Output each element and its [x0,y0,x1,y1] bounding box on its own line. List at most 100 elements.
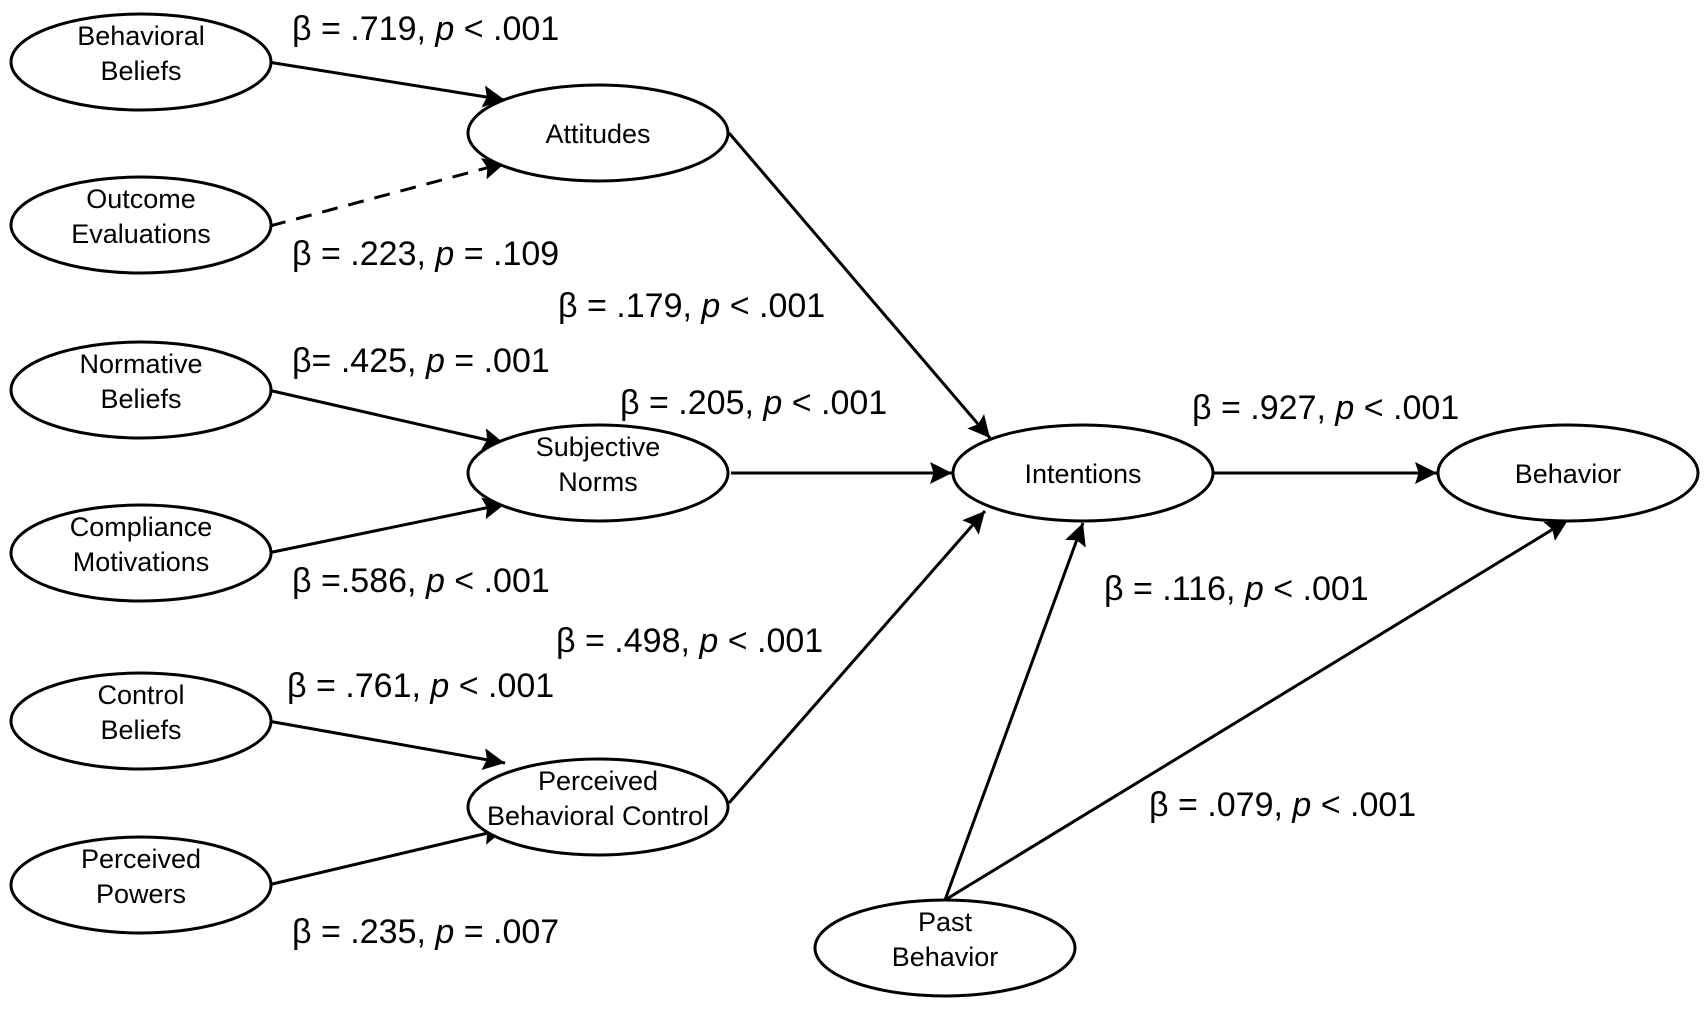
beta-value: β = .719, [292,10,435,48]
coefficient-label-subjective-norms-to-intentions: β = .205, p < .001 [620,384,887,422]
edge-attitudes-to-intentions [727,132,992,439]
node-label: Behavioral Control [487,801,709,831]
p-symbol: p [425,562,445,600]
node-label: Motivations [73,547,210,577]
beta-value: β = .927, [1192,389,1335,427]
p-value: < .001 [718,622,823,660]
edge-control-beliefs-to-perceived-behavioral-control [267,719,506,770]
edge-past-behavior-to-behavior [944,518,1569,902]
edge-perceived-behavioral-control-to-intentions [727,510,987,804]
coefficient-label-compliance-motivations-to-subjective-norms: β =.586, p < .001 [292,562,550,600]
coefficient-label-perceived-behavioral-control-to-intentions: β = .498, p < .001 [556,622,823,660]
node-attitudes-shape [466,83,730,183]
node-label: Normative [79,349,202,379]
p-value: = .007 [454,913,559,951]
edge-outcome-evaluations-to-attitudes [269,158,506,228]
node-perceived-behavioral-control-shape [466,757,730,857]
node-compliance-motivations-shape [9,503,273,603]
coefficient-label-past-behavior-to-behavior: β = .079, p < .001 [1149,786,1416,824]
node-behavioral-beliefs-shape [9,12,273,112]
node-intentions-shape [951,423,1215,523]
p-symbol: p [698,622,718,660]
coefficient-label-outcome-evaluations-to-attitudes: β = .223, p = .109 [292,235,559,273]
coefficient-label-control-beliefs-to-perceived-behavioral-control: β = .761, p < .001 [287,667,554,705]
node-label: Norms [558,467,638,497]
node-past-behavior-shape [813,898,1077,998]
p-symbol: p [762,384,782,422]
p-symbol: p [434,10,454,48]
beta-value: β = .179, [558,287,701,325]
edge-compliance-motivations-to-subjective-norms [267,497,506,555]
edge-perceived-powers-to-perceived-behavioral-control [267,823,506,887]
coefficient-label-past-behavior-to-intentions: β = .116, p < .001 [1104,570,1369,608]
p-symbol: p [1334,389,1354,427]
node-behavior-shape [1436,423,1700,523]
p-symbol: p [434,913,454,951]
p-value: < .001 [1311,786,1416,824]
beta-value: β =.586, [292,562,426,600]
p-value: < .001 [449,667,554,705]
node-normative-beliefs-shape [9,340,273,440]
node-behavior: Behavior [1436,423,1700,523]
p-symbol: p [1291,786,1311,824]
edges-layer [267,60,1569,902]
p-value: < .001 [1264,570,1369,608]
node-label: Outcome [86,184,196,214]
nodes-layer: BehavioralBeliefsOutcomeEvaluationsNorma… [9,12,1700,998]
node-label: Perceived [538,766,658,796]
node-label: Beliefs [100,715,181,745]
coefficient-label-behavioral-beliefs-to-attitudes: β = .719, p < .001 [292,10,559,48]
node-subjective-norms-shape [466,423,730,523]
beta-value: β = .761, [287,667,430,705]
node-attitudes: Attitudes [466,83,730,183]
coefficient-label-normative-beliefs-to-subjective-norms: β= .425, p = .001 [292,342,550,380]
p-value: < .001 [454,10,559,48]
coefficient-label-intentions-to-behavior: β = .927, p < .001 [1192,389,1459,427]
node-label: Past [918,907,973,937]
node-control-beliefs-shape [9,671,273,771]
edge-normative-beliefs-to-subjective-norms [267,388,506,450]
beta-value: β = .116, [1104,570,1245,608]
p-symbol: p [434,235,454,273]
node-label: Evaluations [71,219,211,249]
node-label: Beliefs [100,384,181,414]
node-label: Compliance [70,512,213,542]
beta-value: β = .205, [620,384,763,422]
node-label: Subjective [536,432,661,462]
p-value: < .001 [445,562,550,600]
node-perceived-powers-shape [9,835,273,935]
beta-value: β = .223, [292,235,435,273]
p-value: < .001 [720,287,825,325]
node-label: Control [97,680,184,710]
node-label: Powers [96,879,186,909]
p-value: < .001 [782,384,887,422]
p-symbol: p [429,667,449,705]
node-label: Behavioral [77,21,205,51]
node-label: Behavior [1515,459,1622,489]
beta-value: β = .235, [292,913,435,951]
coefficient-label-perceived-powers-to-perceived-behavioral-control: β = .235, p = .007 [292,913,559,951]
p-value: < .001 [1354,389,1459,427]
edge-past-behavior-to-intentions [943,522,1086,901]
p-symbol: p [700,287,720,325]
beta-value: β = .498, [556,622,699,660]
node-label: Behavior [892,942,999,972]
beta-value: β= .425, [292,342,426,380]
edge-behavioral-beliefs-to-attitudes [267,60,506,108]
node-label: Attitudes [545,119,650,149]
node-label: Intentions [1024,459,1141,489]
p-value: = .001 [445,342,550,380]
node-label: Beliefs [100,56,181,86]
node-intentions: Intentions [951,423,1215,523]
p-symbol: p [1244,570,1264,608]
